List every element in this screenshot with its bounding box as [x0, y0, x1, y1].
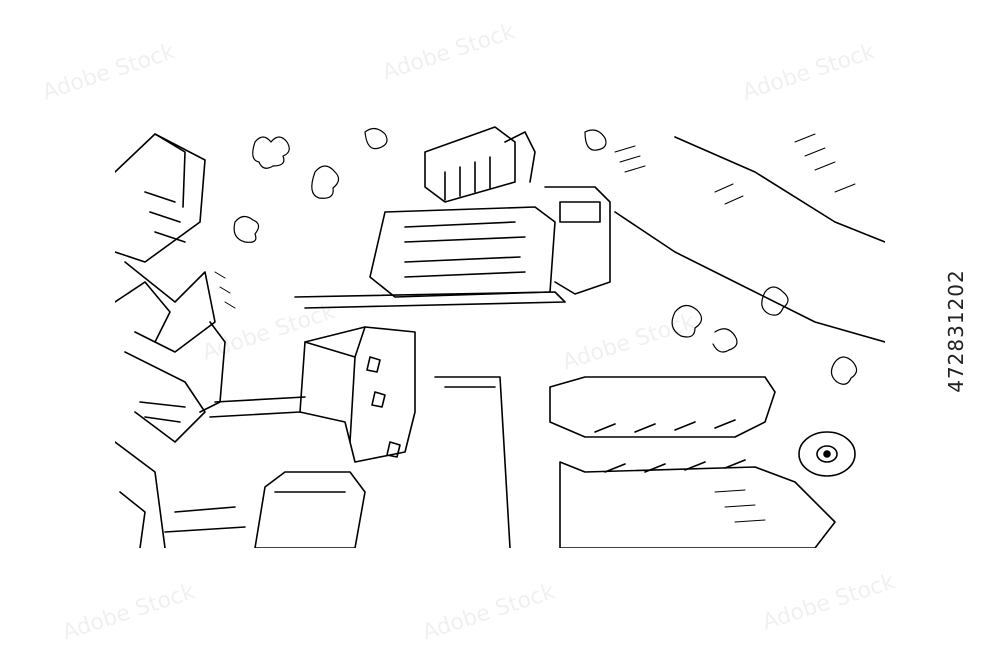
sketch-frame: [116, 113, 884, 547]
watermark-text: Adobe Stock: [739, 39, 878, 106]
watermark-text: Adobe Stock: [419, 579, 558, 646]
trees: [233, 127, 858, 385]
main-building: [254, 326, 416, 548]
stock-id-label: 472831202: [944, 269, 968, 393]
church: [424, 126, 536, 203]
watermark-text: Adobe Stock: [39, 39, 178, 106]
gardens: [549, 376, 836, 548]
central-buildings: [294, 186, 611, 309]
fountain: [798, 431, 856, 477]
watermark-text: Adobe Stock: [59, 579, 198, 646]
aerial-city-sketch: [115, 113, 885, 548]
watermark-text: Adobe Stock: [759, 569, 898, 636]
hatching: [214, 133, 856, 523]
roads: [164, 136, 885, 548]
sketch-illustration: [115, 112, 885, 548]
watermark-text: Adobe Stock: [379, 19, 518, 86]
left-buildings: [115, 133, 226, 548]
